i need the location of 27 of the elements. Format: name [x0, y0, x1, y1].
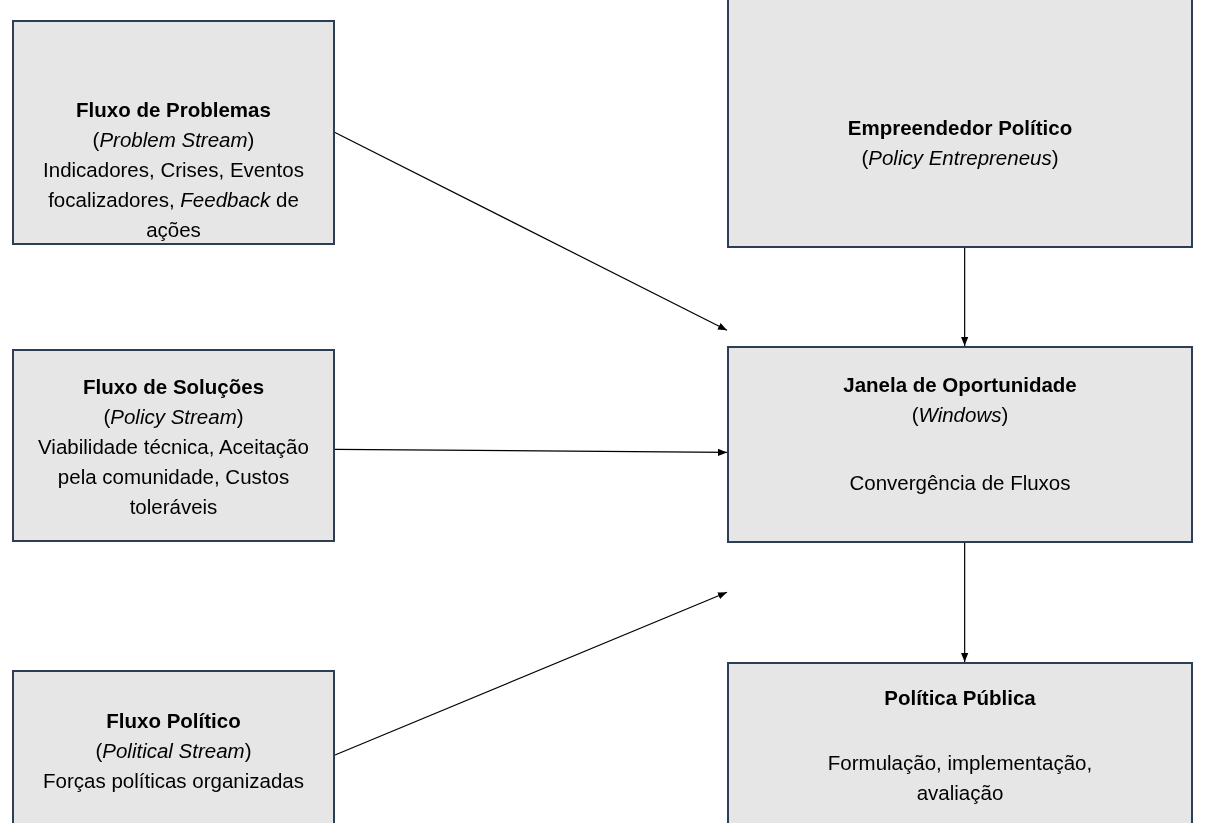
arrow	[334, 591, 728, 756]
process-box	[727, 662, 1193, 823]
box-title: Janela de Oportunidade	[843, 372, 1077, 398]
box-text: Indicadores, Crises, Eventos focalizadores, Feedback de ações	[42, 157, 305, 243]
process-box	[12, 20, 335, 245]
process-box	[12, 670, 335, 823]
arrow	[961, 247, 969, 347]
box-text: (Policy Stream)	[103, 404, 244, 430]
box-text: (Policy Entrepreneus)	[861, 145, 1059, 171]
box-title: Fluxo Político	[106, 708, 241, 734]
box-title: Empreendedor Político	[847, 115, 1073, 141]
box-title: Política Pública	[884, 685, 1036, 711]
process-box	[727, 0, 1193, 248]
box-text: Forças políticas organizadas	[43, 768, 304, 794]
box-text: (Problem Stream)	[92, 127, 255, 153]
box-text: (Windows)	[911, 402, 1009, 428]
arrow	[961, 542, 969, 663]
process-box	[12, 349, 335, 542]
arrow	[334, 448, 728, 456]
box-text: Viabilidade técnica, Aceitação pela comunidade, Custos toleráveis	[37, 434, 310, 520]
box-title: Fluxo de Soluções	[82, 374, 265, 400]
box-text: (Political Stream)	[95, 738, 252, 764]
box-title: Fluxo de Problemas	[76, 97, 271, 123]
box-text: Convergência de Fluxos	[849, 470, 1071, 496]
arrow	[334, 131, 728, 331]
process-box	[727, 346, 1193, 543]
box-text: Formulação, implementação, avaliação	[826, 750, 1094, 806]
